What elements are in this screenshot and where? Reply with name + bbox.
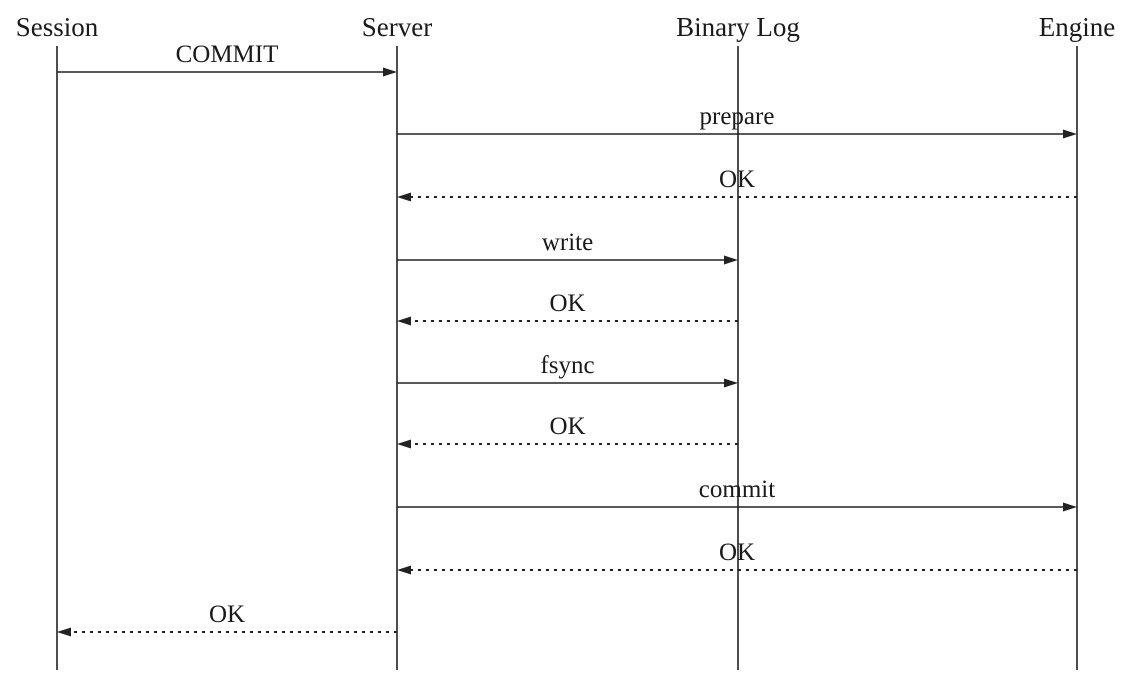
message-label-3: write <box>542 229 593 256</box>
message-label-1: prepare <box>700 103 775 130</box>
message-label-8: OK <box>719 539 755 566</box>
arrow-head-2 <box>397 192 411 202</box>
message-9: OK <box>57 601 397 637</box>
participant-label-binlog: Binary Log <box>676 12 800 42</box>
message-0: COMMIT <box>57 41 397 77</box>
message-4: OK <box>397 290 738 326</box>
message-7: commit <box>397 476 1077 512</box>
message-label-6: OK <box>549 413 585 440</box>
arrow-head-6 <box>397 439 411 449</box>
arrow-head-1 <box>1063 129 1077 139</box>
participant-label-server: Server <box>362 12 432 42</box>
message-label-7: commit <box>699 476 775 503</box>
message-6: OK <box>397 413 738 449</box>
arrow-head-9 <box>57 627 71 637</box>
arrow-head-3 <box>724 255 738 265</box>
arrow-head-4 <box>397 316 411 326</box>
participant-label-session: Session <box>16 12 99 42</box>
arrow-head-7 <box>1063 502 1077 512</box>
message-label-2: OK <box>719 166 755 193</box>
message-label-5: fsync <box>540 352 594 379</box>
message-5: fsync <box>397 352 738 388</box>
message-2: OK <box>397 166 1077 202</box>
message-1: prepare <box>397 103 1077 139</box>
message-8: OK <box>397 539 1077 575</box>
message-label-4: OK <box>549 290 585 317</box>
participant-label-engine: Engine <box>1039 12 1115 42</box>
participant-headers: Session Server Binary Log Engine <box>16 12 1116 42</box>
message-label-0: COMMIT <box>176 41 279 68</box>
arrow-head-0 <box>383 67 397 77</box>
message-label-9: OK <box>209 601 245 628</box>
arrow-head-8 <box>397 565 411 575</box>
message-3: write <box>397 229 738 265</box>
arrow-head-5 <box>724 378 738 388</box>
lifelines <box>56 46 1078 670</box>
